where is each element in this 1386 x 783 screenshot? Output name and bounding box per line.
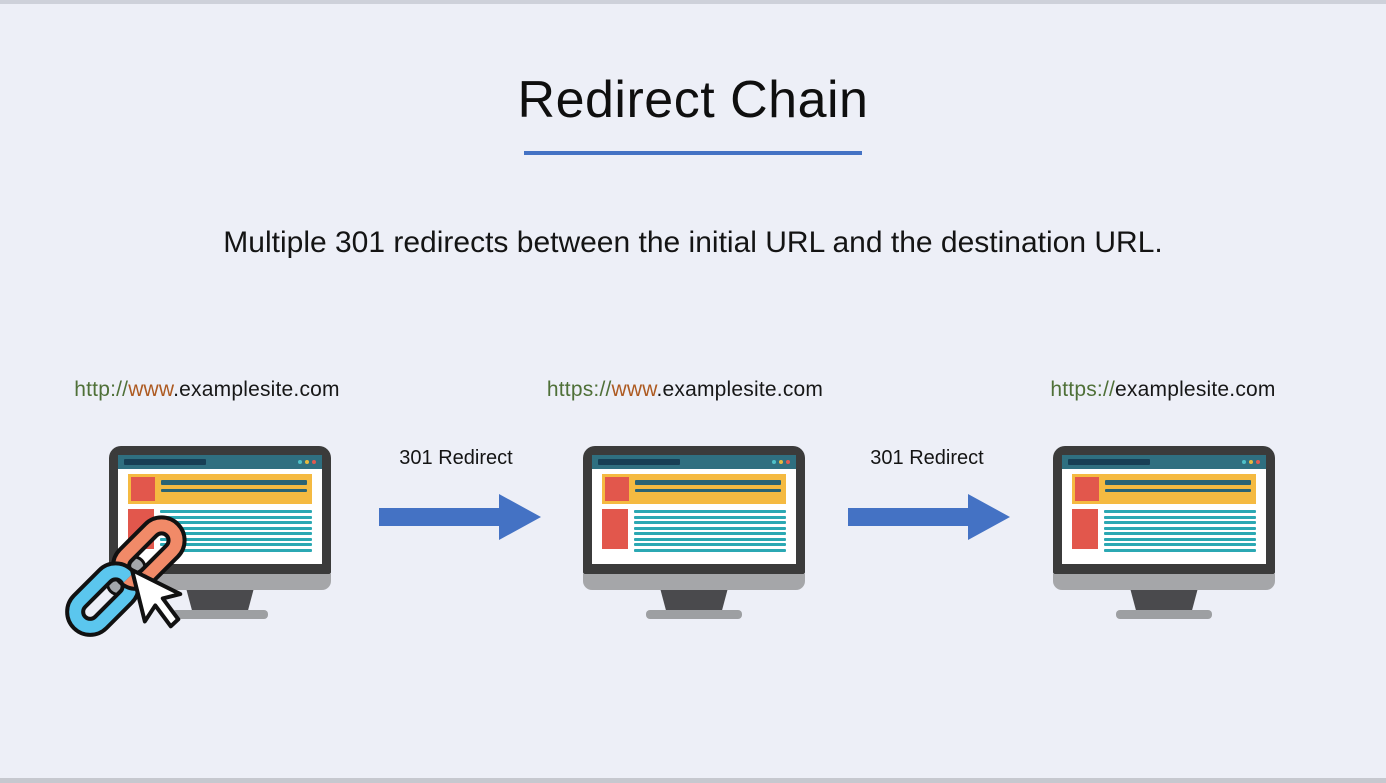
mouse-cursor-icon (130, 568, 183, 629)
monitor-frame (1053, 446, 1275, 574)
monitor-stand-neck (186, 590, 254, 610)
monitor-illustration-1 (109, 446, 331, 619)
url-scheme: https:// (1050, 378, 1116, 401)
hero-text-lines (161, 477, 309, 501)
window-controls (1242, 460, 1260, 464)
hero-banner (602, 474, 786, 504)
browser-urlbar (1068, 459, 1150, 465)
monitor-bezel (1053, 574, 1275, 590)
window-dot-red-icon (1256, 460, 1260, 464)
hero-banner (128, 474, 312, 504)
browser-titlebar (1062, 455, 1266, 469)
window-dot-yellow-icon (779, 460, 783, 464)
page-title: Redirect Chain (517, 71, 869, 129)
window-dot-yellow-icon (305, 460, 309, 464)
browser-urlbar (598, 459, 680, 465)
browser-titlebar (592, 455, 796, 469)
title-underline (524, 151, 862, 155)
monitor-stand-base (172, 610, 268, 619)
hero-text-lines (1105, 477, 1253, 501)
browser-window (592, 455, 796, 564)
monitor-stand-base (1116, 610, 1212, 619)
monitor-illustration-3 (1053, 446, 1275, 619)
window-dot-red-icon (786, 460, 790, 464)
window-dot-cyan-icon (1242, 460, 1246, 464)
chain-link-icon (65, 515, 187, 637)
url-label-initial: http://www.examplesite.com (74, 378, 340, 402)
page-body (1062, 469, 1266, 552)
window-dot-cyan-icon (772, 460, 776, 464)
right-arrow-icon (848, 494, 1010, 540)
monitor-bezel (583, 574, 805, 590)
window-dot-red-icon (312, 460, 316, 464)
url-scheme: http:// (74, 378, 129, 401)
url-domain: .examplesite.com (656, 378, 824, 401)
content-text-lines (160, 509, 312, 552)
browser-titlebar (118, 455, 322, 469)
url-label-intermediate: https://www.examplesite.com (547, 378, 823, 402)
monitor-frame (109, 446, 331, 574)
browser-window (118, 455, 322, 564)
hero-text-lines (635, 477, 783, 501)
monitor-stand-neck (660, 590, 728, 610)
url-label-destination: https://examplesite.com (1050, 378, 1275, 402)
redirect-label-2: 301 Redirect (870, 447, 984, 469)
subtitle: Multiple 301 redirects between the initi… (223, 226, 1163, 259)
browser-urlbar (124, 459, 206, 465)
window-dot-yellow-icon (1249, 460, 1253, 464)
monitor-frame (583, 446, 805, 574)
page-content (1072, 509, 1256, 552)
content-text-lines (634, 509, 786, 552)
window-dot-cyan-icon (298, 460, 302, 464)
monitor-illustration-2 (583, 446, 805, 619)
url-www: www (128, 378, 174, 401)
browser-window (1062, 455, 1266, 564)
window-controls (298, 460, 316, 464)
page-body (592, 469, 796, 552)
right-arrow-icon (379, 494, 541, 540)
url-domain: examplesite.com (1115, 378, 1276, 401)
monitor-stand-neck (1130, 590, 1198, 610)
hero-image-placeholder (605, 477, 629, 501)
page-content (602, 509, 786, 552)
url-scheme: https:// (546, 378, 612, 401)
redirect-label-1: 301 Redirect (399, 447, 513, 469)
hero-banner (1072, 474, 1256, 504)
url-domain: .examplesite.com (173, 378, 340, 401)
monitor-stand-base (646, 610, 742, 619)
content-image-placeholder (1072, 509, 1098, 549)
content-text-lines (1104, 509, 1256, 552)
hero-image-placeholder (131, 477, 155, 501)
slide-top-border (0, 0, 1386, 4)
hero-image-placeholder (1075, 477, 1099, 501)
slide-bottom-border (0, 778, 1386, 783)
content-image-placeholder (602, 509, 628, 549)
window-controls (772, 460, 790, 464)
url-www: www (611, 378, 657, 401)
